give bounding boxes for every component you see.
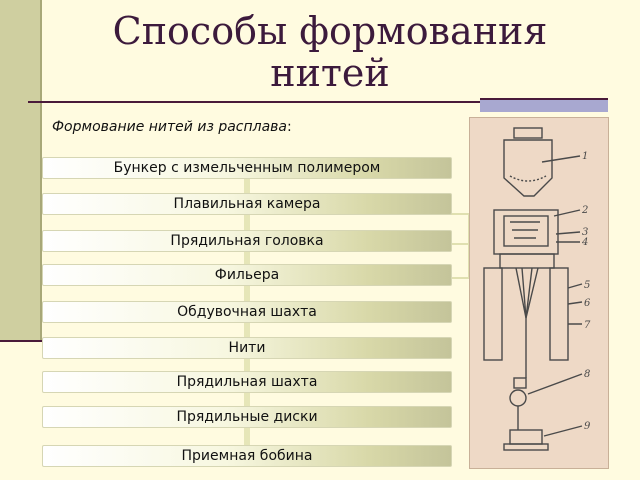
- title-accent-bar: [480, 98, 608, 112]
- apparatus-diagram-svg: 1 2 3 4 5 6 7 8 9: [483, 127, 591, 451]
- step-spinneret: Фильера: [42, 264, 452, 286]
- subtitle: Формование нитей из расплава:: [52, 119, 292, 135]
- diagram-label-9: 9: [584, 421, 591, 432]
- step-spinning-discs: Прядильные диски: [42, 406, 452, 428]
- diagram-label-8: 8: [584, 369, 590, 380]
- diagram-label-2: 2: [581, 205, 588, 216]
- step-hopper: Бункер с измельченным полимером: [42, 157, 452, 179]
- diagram-label-1: 1: [582, 151, 588, 162]
- subtitle-colon: :: [287, 119, 292, 135]
- step-blowing-shaft: Обдувочная шахта: [42, 301, 452, 323]
- step-spinning-shaft: Прядильная шахта: [42, 371, 452, 393]
- left-strip-rule: [0, 340, 42, 342]
- step-melting-chamber: Плавильная камера: [42, 193, 452, 215]
- title-underline: [28, 101, 608, 103]
- left-accent-strip: [0, 0, 42, 340]
- diagram-label-6: 6: [584, 298, 591, 309]
- apparatus-diagram: 1 2 3 4 5 6 7 8 9: [469, 117, 609, 469]
- diagram-label-5: 5: [584, 280, 590, 291]
- step-threads: Нити: [42, 337, 452, 359]
- bracket-head-spinneret: [450, 243, 470, 279]
- step-take-up-bobbin: Приемная бобина: [42, 445, 452, 467]
- diagram-label-7: 7: [584, 320, 591, 331]
- diagram-label-3: 3: [582, 227, 588, 238]
- bracket-melt-head: [450, 213, 470, 245]
- step-spinning-head: Прядильная головка: [42, 230, 452, 252]
- diagram-label-4: 4: [581, 237, 588, 248]
- subtitle-italic: Формование нитей из расплава: [52, 119, 288, 135]
- slide-title: Способы формования нитей: [112, 9, 548, 95]
